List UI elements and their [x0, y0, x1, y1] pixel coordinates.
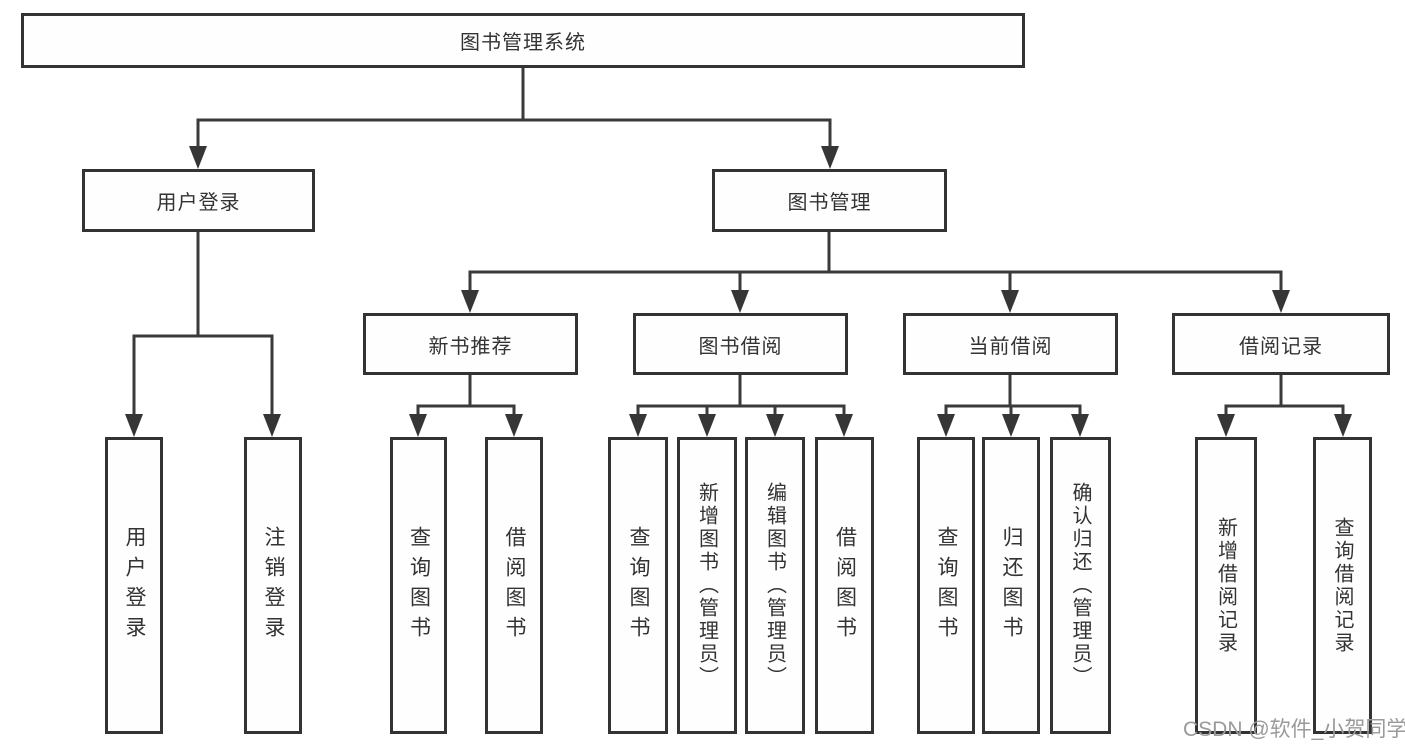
node-root: 图书管理系统 [21, 13, 1025, 68]
node-user-login: 用户登录 [82, 169, 315, 232]
leaf-logout: 注销登录 [244, 437, 302, 734]
node-borrow-records-label: 借阅记录 [1239, 335, 1323, 358]
node-book-borrow-label: 图书借阅 [698, 335, 783, 358]
leaf-add-book-admin: 新增图书（管理员） [677, 437, 737, 734]
leaf-add-borrow-record: 新增借阅记录 [1195, 437, 1257, 734]
leaf-add-book-admin-label: 新增图书（管理员） [695, 482, 718, 689]
leaf-query-book-1-label: 查询图书 [407, 525, 431, 646]
node-borrow-records: 借阅记录 [1172, 313, 1390, 375]
node-book-borrow: 图书借阅 [633, 313, 848, 375]
leaf-query-book-2: 查询图书 [608, 437, 668, 734]
leaf-query-borrow-record-label: 查询借阅记录 [1331, 516, 1353, 655]
leaf-return-book: 归还图书 [982, 437, 1040, 734]
leaf-edit-book-admin: 编辑图书（管理员） [745, 437, 805, 734]
leaf-confirm-return-admin-label: 确认归还（管理员） [1069, 482, 1091, 689]
leaf-user-login: 用户登录 [105, 437, 163, 734]
leaf-edit-book-admin-label: 编辑图书（管理员） [763, 482, 786, 689]
leaf-query-book-3: 查询图书 [917, 437, 975, 734]
leaf-borrow-book-2-label: 借阅图书 [833, 525, 857, 646]
leaf-borrow-book-2: 借阅图书 [815, 437, 874, 734]
node-new-book-recommend: 新书推荐 [363, 313, 578, 375]
node-root-label: 图书管理系统 [460, 32, 586, 54]
leaf-return-book-label: 归还图书 [1000, 525, 1023, 646]
csdn-watermark: CSDN @软件_小贺同学 [1183, 718, 1405, 741]
node-book-management-label: 图书管理 [787, 192, 872, 214]
leaf-borrow-book-1-label: 借阅图书 [503, 525, 526, 646]
node-new-book-recommend-label: 新书推荐 [428, 335, 513, 358]
leaf-query-book-2-label: 查询图书 [627, 525, 650, 646]
node-user-login-label: 用户登录 [156, 192, 241, 214]
node-current-borrow-label: 当前借阅 [968, 335, 1053, 358]
node-current-borrow: 当前借阅 [903, 313, 1118, 375]
leaf-add-borrow-record-label: 新增借阅记录 [1214, 516, 1237, 655]
leaf-confirm-return-admin: 确认归还（管理员） [1050, 437, 1111, 734]
leaf-query-book-1: 查询图书 [390, 437, 447, 734]
leaf-query-book-3-label: 查询图书 [935, 525, 958, 646]
leaf-user-login-label: 用户登录 [123, 525, 146, 646]
leaf-logout-label: 注销登录 [262, 525, 285, 646]
leaf-borrow-book-1: 借阅图书 [485, 437, 543, 734]
node-book-management: 图书管理 [712, 169, 947, 232]
leaf-query-borrow-record: 查询借阅记录 [1313, 437, 1372, 734]
